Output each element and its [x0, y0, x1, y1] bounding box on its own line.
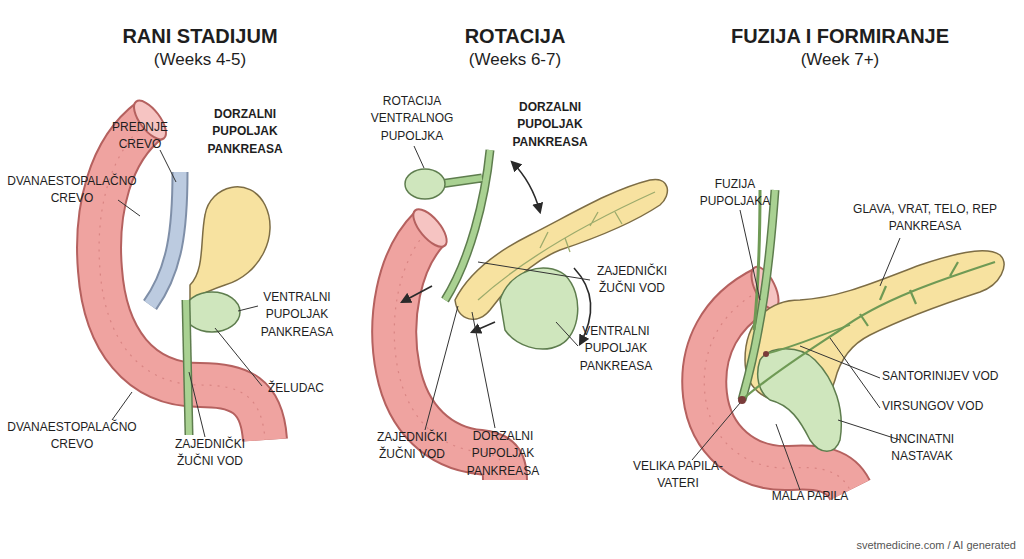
foregut-outline [150, 172, 180, 305]
anatomy-label: PREDNJE CREVO [104, 119, 176, 154]
leader-line [800, 346, 880, 378]
leader-line [112, 392, 132, 420]
leader-line [830, 338, 880, 408]
minor-papilla [763, 351, 769, 357]
panel-fusion [692, 190, 1004, 490]
rotation-arrow [512, 162, 540, 212]
anatomy-label: DORZALNI PUPOLJAK PANKREASA [201, 106, 289, 158]
panel-subheading: (Week 7+) [740, 50, 940, 70]
panel-heading: FUZIJA I FORMIRANJE [680, 24, 1000, 48]
leader-line [740, 210, 760, 300]
rotation-arrow [402, 286, 432, 302]
panel-rotation [394, 146, 667, 480]
major-papilla [738, 396, 746, 404]
duodenum-folds [99, 120, 265, 440]
panel-subheading: (Weeks 6-7) [415, 50, 615, 70]
leader-line [189, 372, 205, 437]
ventral-bud [184, 292, 240, 332]
watermark: svetmedicine.com / AI generated [756, 538, 1016, 554]
duodenum-outline [99, 120, 265, 440]
uncinate-process [758, 349, 842, 452]
anatomy-label: VENTRALNI PUPOLJAK PANKREASA [255, 289, 339, 341]
dorsal-bud [190, 187, 270, 300]
anatomy-label: ZAJEDNIČKI ŽUČNI VOD [165, 436, 255, 471]
bile-duct-outline [440, 150, 490, 300]
anatomy-label: DORZALNI PUPOLJAK PANKREASA [506, 99, 594, 151]
panel-subheading: (Weeks 4-5) [100, 50, 300, 70]
leader-line [118, 200, 140, 216]
bile-duct-branch [754, 190, 760, 330]
bile-duct [440, 150, 490, 300]
leader-line [556, 322, 578, 346]
duodenum [99, 120, 265, 440]
leader-line [478, 262, 590, 280]
rotation-arrows [402, 162, 591, 344]
leader-line [425, 306, 458, 430]
anatomy-label: SANTORINIJEV VOD [882, 368, 1022, 385]
anatomy-label: FUZIJA PUPOLJAKA [687, 176, 783, 211]
anatomy-label: VELIKA PAPILA-VATERI [623, 458, 733, 493]
leader-line [215, 328, 262, 386]
leader-lines [414, 146, 590, 430]
leader-line [472, 312, 495, 428]
leader-line [160, 150, 176, 182]
leader-lines [112, 150, 262, 437]
anatomy-label: VENTRALNI PUPOLJAK PANKREASA [574, 323, 658, 375]
leader-line [238, 306, 258, 311]
anatomy-label: ŽELUDAC [256, 380, 336, 397]
leader-line [880, 238, 900, 286]
anatomy-label: DVANAESTOPALAČNO CREVO [4, 173, 140, 208]
anatomy-label: ZAJEDNIČKI ŽUČNI VOD [587, 263, 677, 298]
anatomy-label: DVANAESTOPALAČNO CREVO [4, 419, 140, 454]
leader-line [692, 403, 740, 460]
anatomy-label: ROTACIJA VENTRALNOG PUPOLJKA [362, 93, 462, 145]
bile-duct-outline [186, 300, 189, 435]
leader-line [414, 146, 424, 168]
leader-lines [692, 210, 900, 490]
anatomy-label: DORZALNI PUPOLJAK PANKREASA [461, 428, 545, 480]
anatomy-label: VIRSUNGOV VOD [882, 398, 1022, 415]
ventral-bud [500, 268, 578, 349]
foregut [150, 172, 180, 305]
panel-heading: ROTACIJA [375, 24, 655, 48]
duodenum-lumen [408, 204, 453, 252]
leader-line [776, 424, 800, 490]
anatomy-label: GLAVA, VRAT, TELO, REP PANKREASA [850, 201, 1000, 236]
panel-heading: RANI STADIJUM [60, 24, 340, 48]
anatomy-label: MALA PAPILA [750, 488, 870, 505]
anatomy-label: UNCINATNI NASTAVAK [874, 431, 970, 466]
rotating-ventral-bud [405, 169, 445, 199]
anatomy-label: ZAJEDNIČKI ŽUČNI VOD [367, 429, 457, 464]
bile-duct [186, 300, 189, 435]
